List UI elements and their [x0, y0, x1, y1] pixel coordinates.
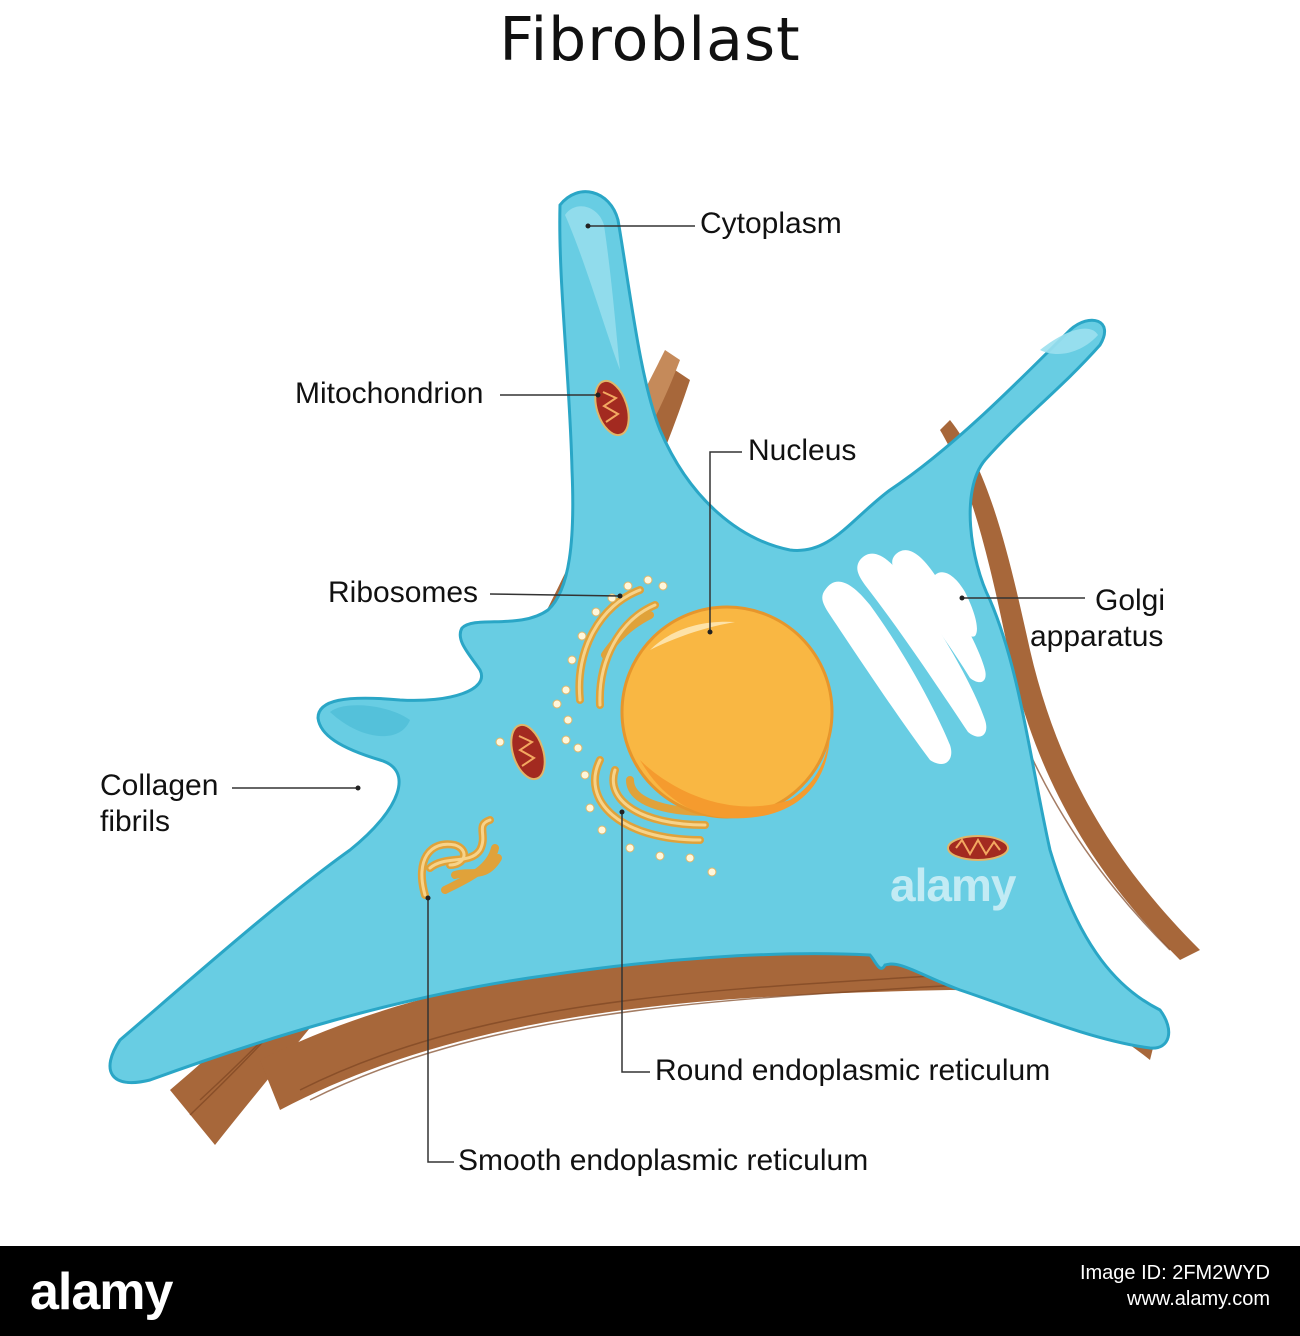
mitochondrion-top — [594, 379, 630, 437]
footer-image-info: Image ID: 2FM2WYD www.alamy.com — [1080, 1260, 1270, 1312]
label-golgi-line2: apparatus — [1030, 620, 1164, 653]
label-collagen-line2: fibrils — [100, 805, 171, 838]
watermark-text: alamy — [890, 859, 1016, 911]
leader-lines — [232, 225, 1085, 1163]
label-cytoplasm: Cytoplasm — [700, 207, 842, 240]
label-golgi-line1: Golgi — [1095, 584, 1166, 617]
diagram-title: Fibroblast — [499, 5, 801, 75]
footer-site: www.alamy.com — [1127, 1288, 1270, 1310]
label-nucleus: Nucleus — [748, 434, 857, 467]
fibroblast-illustration — [108, 190, 1200, 1163]
footer-brand-logo: alamy — [30, 1263, 173, 1321]
label-round-er: Round endoplasmic reticulum — [655, 1054, 1051, 1087]
nucleus — [620, 605, 834, 819]
cytoplasm-body — [108, 190, 1171, 1085]
golgi-apparatus — [822, 550, 987, 765]
label-ribosomes: Ribosomes — [328, 576, 479, 609]
footer-bar: alamy Image ID: 2FM2WYD www.alamy.com — [0, 1246, 1300, 1336]
mitochondrion-left — [510, 723, 546, 781]
mitochondrion-right — [947, 835, 1009, 861]
label-mitochondrion: Mitochondrion — [295, 377, 484, 410]
ribosomes — [495, 575, 717, 877]
label-smooth-er: Smooth endoplasmic reticulum — [458, 1144, 869, 1177]
label-collagen-line1: Collagen — [100, 769, 219, 802]
footer-image-id: Image ID: 2FM2WYD — [1079, 1262, 1270, 1284]
